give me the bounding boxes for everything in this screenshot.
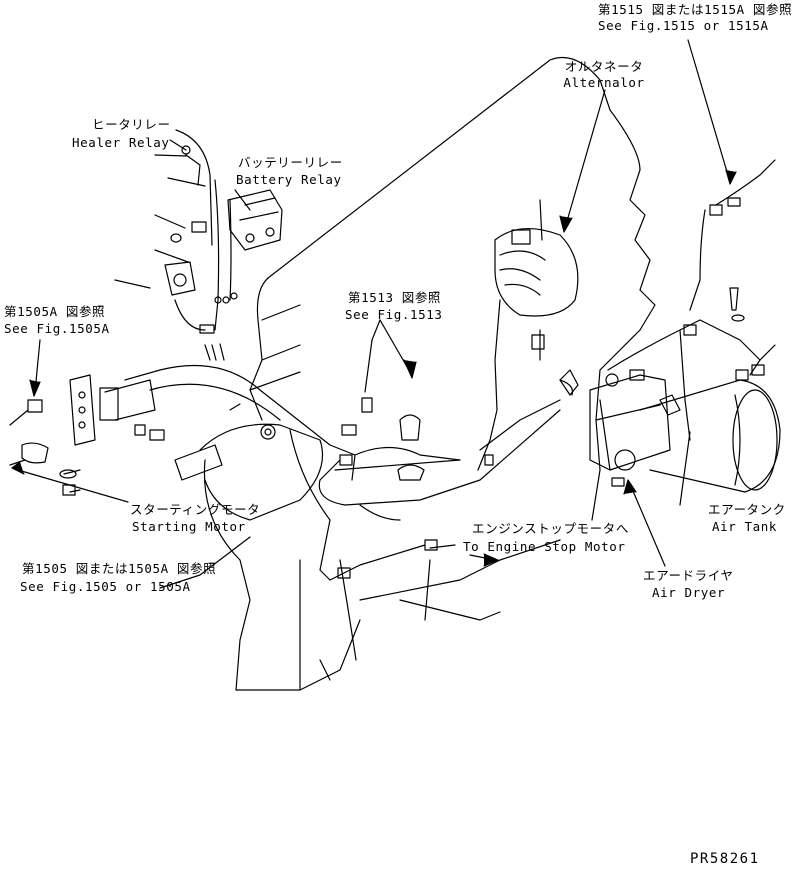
heater-relay-label-en: Healer Relay xyxy=(72,135,170,150)
fig1505-ref-ja: 第1505 図または1505A 図参照 xyxy=(22,561,217,576)
starting-motor-label-en: Starting Motor xyxy=(132,519,246,534)
wire-harness xyxy=(124,159,776,581)
engine-stop-label-en: To Engine Stop Motor xyxy=(463,539,626,554)
air-tank xyxy=(639,379,781,493)
air-tank-label-ja: エアータンク xyxy=(708,502,786,517)
fig1515-ref-ja: 第1515 図または1515A 図参照 xyxy=(598,2,792,17)
drawing-code: PR58261 xyxy=(690,851,760,867)
air-tank-label-en: Air Tank xyxy=(712,519,778,534)
leader-lines xyxy=(11,39,737,621)
connectors xyxy=(9,197,765,579)
heater-relay-part xyxy=(164,129,213,296)
air-dryer-label-en: Air Dryer xyxy=(652,585,726,600)
engine-stop-label-ja: エンジンストップモータへ xyxy=(472,521,629,536)
starting-motor xyxy=(174,403,324,521)
fig1505a-ref-ja: 第1505A 図参照 xyxy=(4,304,106,319)
battery-relay-part xyxy=(227,189,283,251)
fig1515-ref-en: See Fig.1515 or 1515A xyxy=(598,18,769,33)
alternator-label-ja: オルタネータ xyxy=(564,59,644,74)
battery-relay-label-en: Battery Relay xyxy=(236,172,342,187)
air-dryer-label-ja: エアードライヤ xyxy=(643,568,734,583)
heater-relay-label-ja: ヒータリレー xyxy=(92,117,171,132)
air-dryer xyxy=(589,374,671,471)
battery-relay-label-ja: バッテリーリレー xyxy=(238,155,343,170)
fig1513-ref-en: See Fig.1513 xyxy=(345,307,443,322)
starting-motor-label-ja: スターティングモータ xyxy=(130,502,261,517)
fig1505a-ref-en: See Fig.1505A xyxy=(4,321,110,336)
fig1513-ref-ja: 第1513 図参照 xyxy=(348,290,442,305)
fig1505-ref-en: See Fig.1505 or 1505A xyxy=(20,579,191,594)
alternator xyxy=(494,227,579,317)
alternator-label-en: Alternalor xyxy=(563,75,645,90)
